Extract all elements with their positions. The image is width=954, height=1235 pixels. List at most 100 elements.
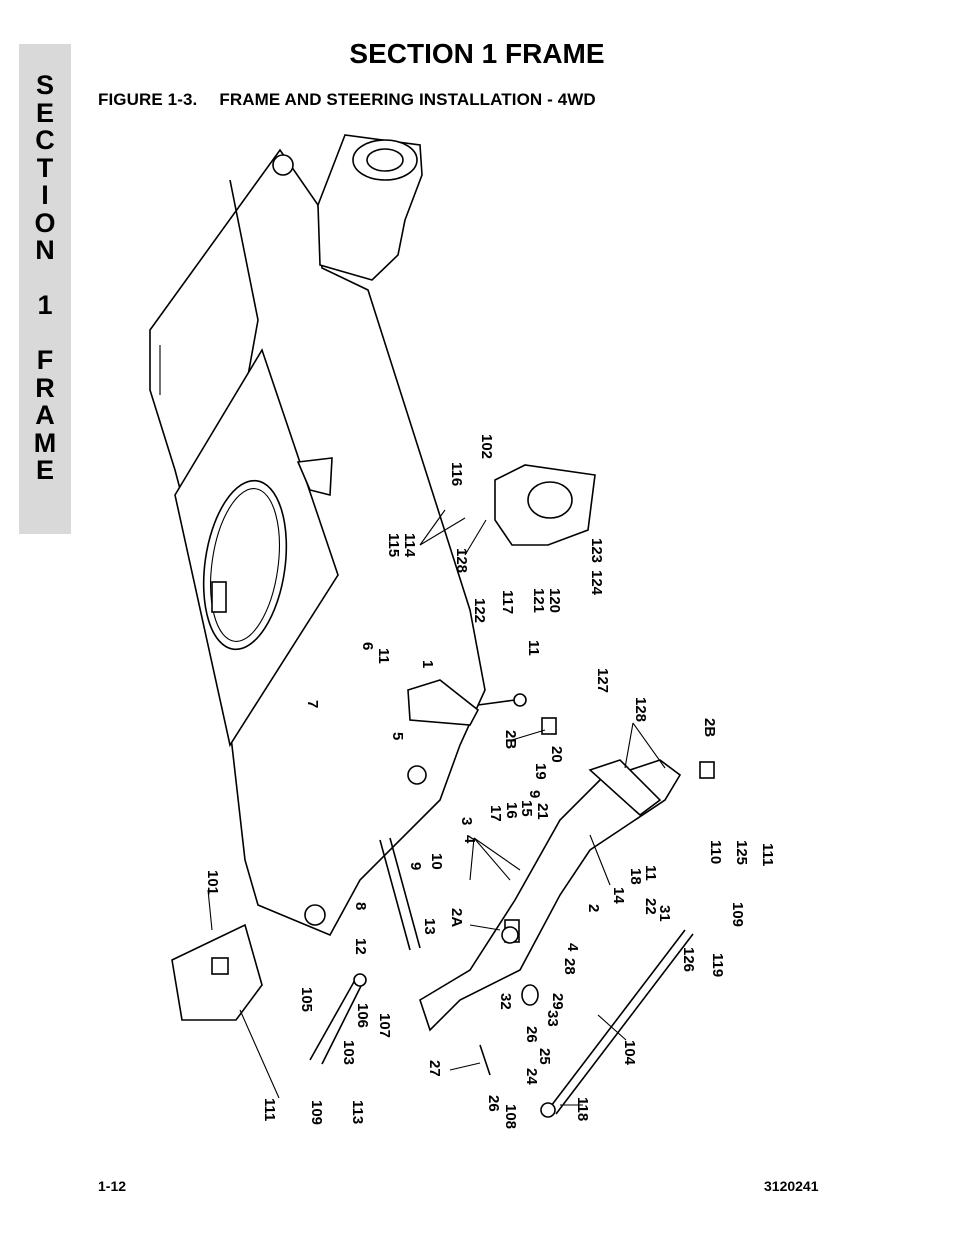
side-tab-letter: S [35, 70, 54, 100]
callout-107: 107 [376, 1013, 393, 1038]
page-number: 1-12 [98, 1178, 127, 1194]
callout-104: 104 [621, 1040, 638, 1066]
callout-105: 105 [298, 987, 315, 1012]
callout-119: 119 [709, 953, 726, 977]
document-number: 3120241 [764, 1178, 819, 1194]
callout-labels: 101 102 116 115 114 128 122 117 121 120 … [204, 434, 776, 1129]
callout-11-c: 11 [642, 865, 659, 881]
callout-1: 1 [419, 660, 436, 668]
callout-9-upper: 9 [526, 790, 543, 798]
pins [379, 837, 539, 1076]
callout-14: 14 [610, 887, 627, 904]
turntable-plate [174, 348, 339, 748]
side-tab-letter: C [35, 125, 55, 155]
callout-29: 29 [549, 993, 566, 1010]
callout-20: 20 [548, 746, 565, 763]
frame-steering-diagram: 101 102 116 115 114 128 122 117 121 120 … [149, 134, 776, 1129]
callout-126: 126 [680, 947, 697, 972]
callout-101: 101 [204, 870, 221, 895]
callout-11-b: 11 [525, 640, 542, 656]
callout-121: 121 [530, 588, 547, 613]
side-tab-letter: M [33, 427, 57, 458]
callout-18: 18 [627, 868, 644, 885]
callout-122: 122 [471, 598, 488, 623]
callout-3: 3 [458, 817, 475, 825]
callout-120: 120 [546, 588, 563, 613]
callout-4-lower: 4 [564, 943, 581, 952]
callout-125: 125 [733, 840, 750, 865]
callout-5: 5 [389, 732, 406, 740]
callout-116: 116 [448, 462, 465, 486]
callout-24: 24 [523, 1068, 540, 1085]
callout-2A: 2A [448, 908, 465, 927]
callout-127: 127 [594, 668, 611, 693]
callout-110: 110 [707, 840, 724, 864]
leader-lines [207, 509, 666, 1106]
callout-109-right: 109 [729, 902, 746, 927]
axle-assembly [419, 717, 715, 1032]
side-tab-letter: R [35, 372, 55, 403]
callout-115: 115 [385, 533, 402, 557]
callout-19: 19 [532, 763, 549, 780]
callout-118: 118 [574, 1097, 591, 1121]
callout-15: 15 [518, 800, 535, 817]
callout-31: 31 [656, 905, 673, 922]
callout-11-a: 11 [375, 648, 392, 664]
side-tab-letter: I [41, 180, 49, 210]
figure-number: FIGURE 1-3. [98, 90, 198, 109]
callout-111-right: 111 [759, 843, 776, 866]
callout-6: 6 [359, 642, 376, 650]
callout-113: 113 [349, 1100, 366, 1124]
section-side-tab: S E C T I O N 1 F R A M E [19, 44, 71, 534]
callout-32: 32 [497, 993, 514, 1010]
callout-8: 8 [352, 902, 369, 910]
callout-114: 114 [401, 533, 418, 558]
callout-7: 7 [304, 700, 321, 708]
callout-10: 10 [428, 853, 445, 870]
callout-109-left: 109 [308, 1100, 325, 1125]
callout-9-lower: 9 [407, 862, 424, 870]
side-tab-letter: T [36, 152, 54, 183]
callout-33: 33 [544, 1010, 561, 1027]
callout-13: 13 [421, 918, 438, 935]
callout-128-lower: 128 [632, 697, 649, 722]
callout-111-left: 111 [261, 1098, 278, 1121]
callout-108: 108 [502, 1104, 519, 1129]
callout-123: 123 [588, 538, 605, 563]
side-tab-letter [19, 265, 71, 293]
section-title: SECTION 1 FRAME [349, 38, 605, 69]
callout-2B-right: 2B [701, 718, 718, 737]
top-mount [317, 134, 423, 281]
callout-128-upper: 128 [453, 548, 470, 573]
callout-12: 12 [352, 938, 369, 955]
callout-21: 21 [534, 803, 551, 820]
callout-25: 25 [536, 1048, 553, 1065]
callout-26-upper: 26 [523, 1026, 540, 1043]
side-tab-letter: F [36, 345, 54, 375]
steering-cylinder [407, 679, 527, 726]
callout-4-upper: 4 [461, 835, 478, 844]
callout-106: 106 [354, 1003, 371, 1028]
side-tab-letter: A [35, 400, 55, 430]
side-tab-letters: S E C T I O N 1 F R A M E [19, 70, 71, 485]
callout-2: 2 [585, 904, 602, 912]
callout-103: 103 [340, 1040, 357, 1065]
side-tab-letter [19, 320, 71, 348]
side-tab-letter: N [35, 235, 55, 265]
callout-124: 124 [588, 570, 605, 596]
tie-rod [540, 929, 694, 1118]
callout-22: 22 [642, 898, 659, 915]
figure-title: FIGURE 1-3. FRAME AND STEERING INSTALLATI… [98, 90, 596, 110]
small-cylinder [309, 973, 367, 1065]
side-tab-letter: 1 [37, 290, 53, 320]
figure-caption: FRAME AND STEERING INSTALLATION - 4WD [219, 90, 596, 109]
side-tab-letter: E [35, 97, 54, 128]
callout-28: 28 [561, 958, 578, 975]
callout-117: 117 [499, 590, 516, 614]
callout-17: 17 [487, 805, 504, 822]
callout-26-lower: 26 [485, 1095, 502, 1112]
callout-27: 27 [426, 1060, 443, 1077]
guard-101 [171, 923, 263, 1021]
side-tab-letter: E [35, 455, 54, 485]
callout-16: 16 [503, 802, 520, 819]
